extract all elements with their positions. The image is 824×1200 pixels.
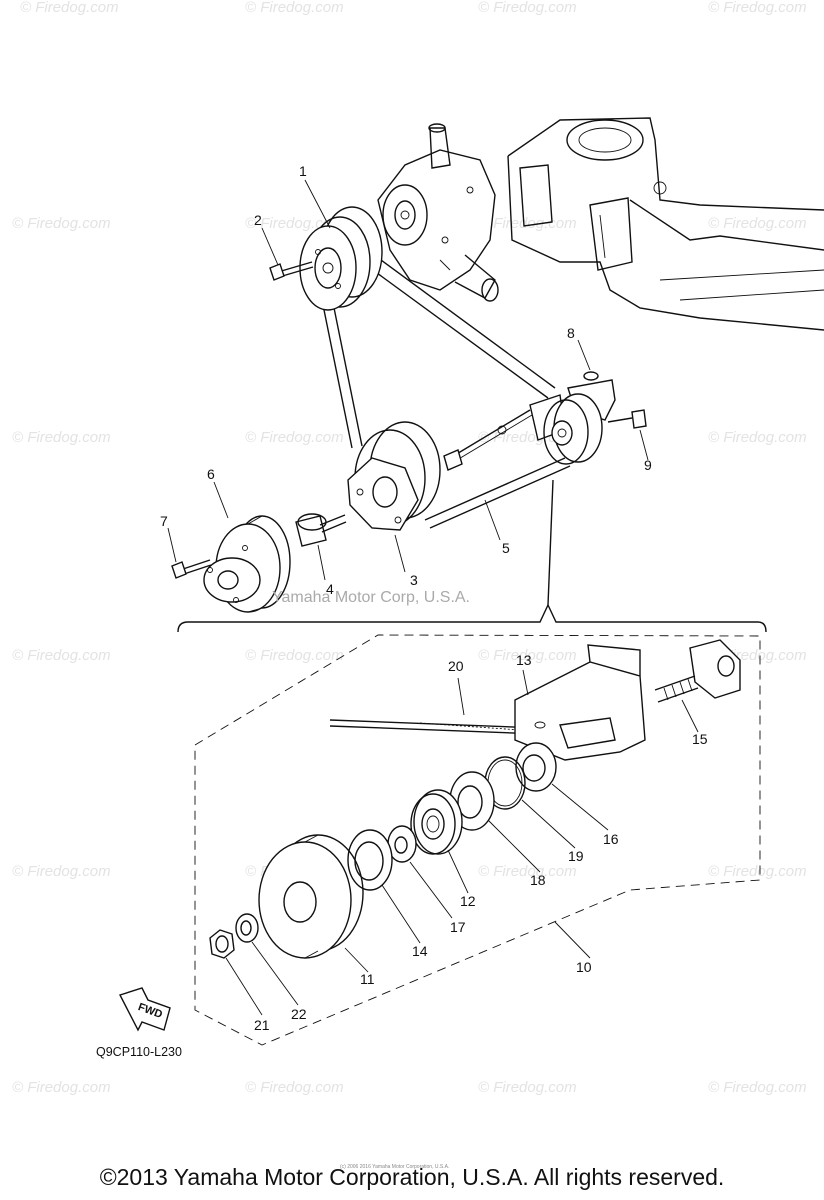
watermark: © Firedog.com (708, 863, 807, 880)
bolt-4 (295, 513, 347, 547)
callout-5: 5 (502, 540, 510, 556)
watermark: © Firedog.com (708, 0, 807, 16)
callout-16: 16 (603, 831, 619, 847)
exploded-view (177, 479, 767, 1046)
callout-18: 18 (530, 872, 546, 888)
fwd-arrow: FWD (118, 987, 171, 1032)
copyright-footer: ©2013 Yamaha Motor Corporation, U.S.A. A… (99, 1164, 725, 1190)
engine-block (507, 117, 824, 331)
watermark: © Firedog.com (245, 0, 344, 16)
watermark: © Firedog.com (20, 0, 119, 16)
callout-7: 7 (160, 513, 168, 529)
water-pump (377, 123, 499, 302)
callout-2: 2 (254, 212, 262, 228)
callout-6: 6 (207, 466, 215, 482)
diagram-credit: Yamaha Motor Corp, U.S.A. (272, 589, 470, 606)
callout-9: 9 (644, 457, 652, 473)
upper-pulley (299, 206, 383, 311)
watermark: © Firedog.com (708, 429, 807, 446)
lower-pulley (203, 515, 291, 613)
callout-22: 22 (291, 1006, 307, 1022)
callout-10: 10 (576, 959, 592, 975)
bolt-2 (269, 261, 314, 281)
tensioner-small (443, 371, 647, 471)
callout-15: 15 (692, 731, 708, 747)
watermark: © Firedog.com (12, 215, 111, 232)
watermark: © Firedog.com (478, 1079, 577, 1096)
watermark: © Firedog.com (245, 429, 344, 446)
callout-11: 11 (360, 971, 375, 987)
watermark: © Firedog.com (12, 1079, 111, 1096)
middle-pulley (347, 421, 441, 531)
callout-4: 4 (326, 581, 334, 597)
callout-12: 12 (460, 893, 476, 909)
tiny-copyright-notice: (c) 2006 2016 Yamaha Motor Corporation, … (340, 1164, 449, 1170)
callout-21: 21 (254, 1017, 270, 1033)
bolt-7 (171, 559, 212, 579)
leader-lines (167, 179, 699, 1016)
diagram-code: Q9CP110-L230 (96, 1045, 182, 1059)
callout-19: 19 (568, 848, 584, 864)
watermark: © Firedog.com (12, 429, 111, 446)
callout-17: 17 (450, 919, 466, 935)
watermark: © Firedog.com (478, 0, 577, 16)
watermark: © Firedog.com (12, 647, 111, 664)
watermark: © Firedog.com (708, 215, 807, 232)
callout-13: 13 (516, 652, 532, 668)
watermark: © Firedog.com (478, 863, 577, 880)
callout-3: 3 (410, 572, 418, 588)
watermark: © Firedog.com (12, 863, 111, 880)
callout-20: 20 (448, 658, 464, 674)
watermark-layer: © Firedog.com © Firedog.com © Firedog.co… (12, 0, 807, 1096)
callout-14: 14 (412, 943, 428, 959)
watermark: © Firedog.com (478, 647, 577, 664)
watermark: © Firedog.com (708, 1079, 807, 1096)
callout-1: 1 (299, 163, 307, 179)
callout-labels: 1 2 3 4 5 6 7 8 9 10 11 12 13 14 15 16 1… (160, 163, 708, 1033)
watermark: © Firedog.com (245, 1079, 344, 1096)
callout-8: 8 (567, 325, 575, 341)
watermark: © Firedog.com (245, 647, 344, 664)
